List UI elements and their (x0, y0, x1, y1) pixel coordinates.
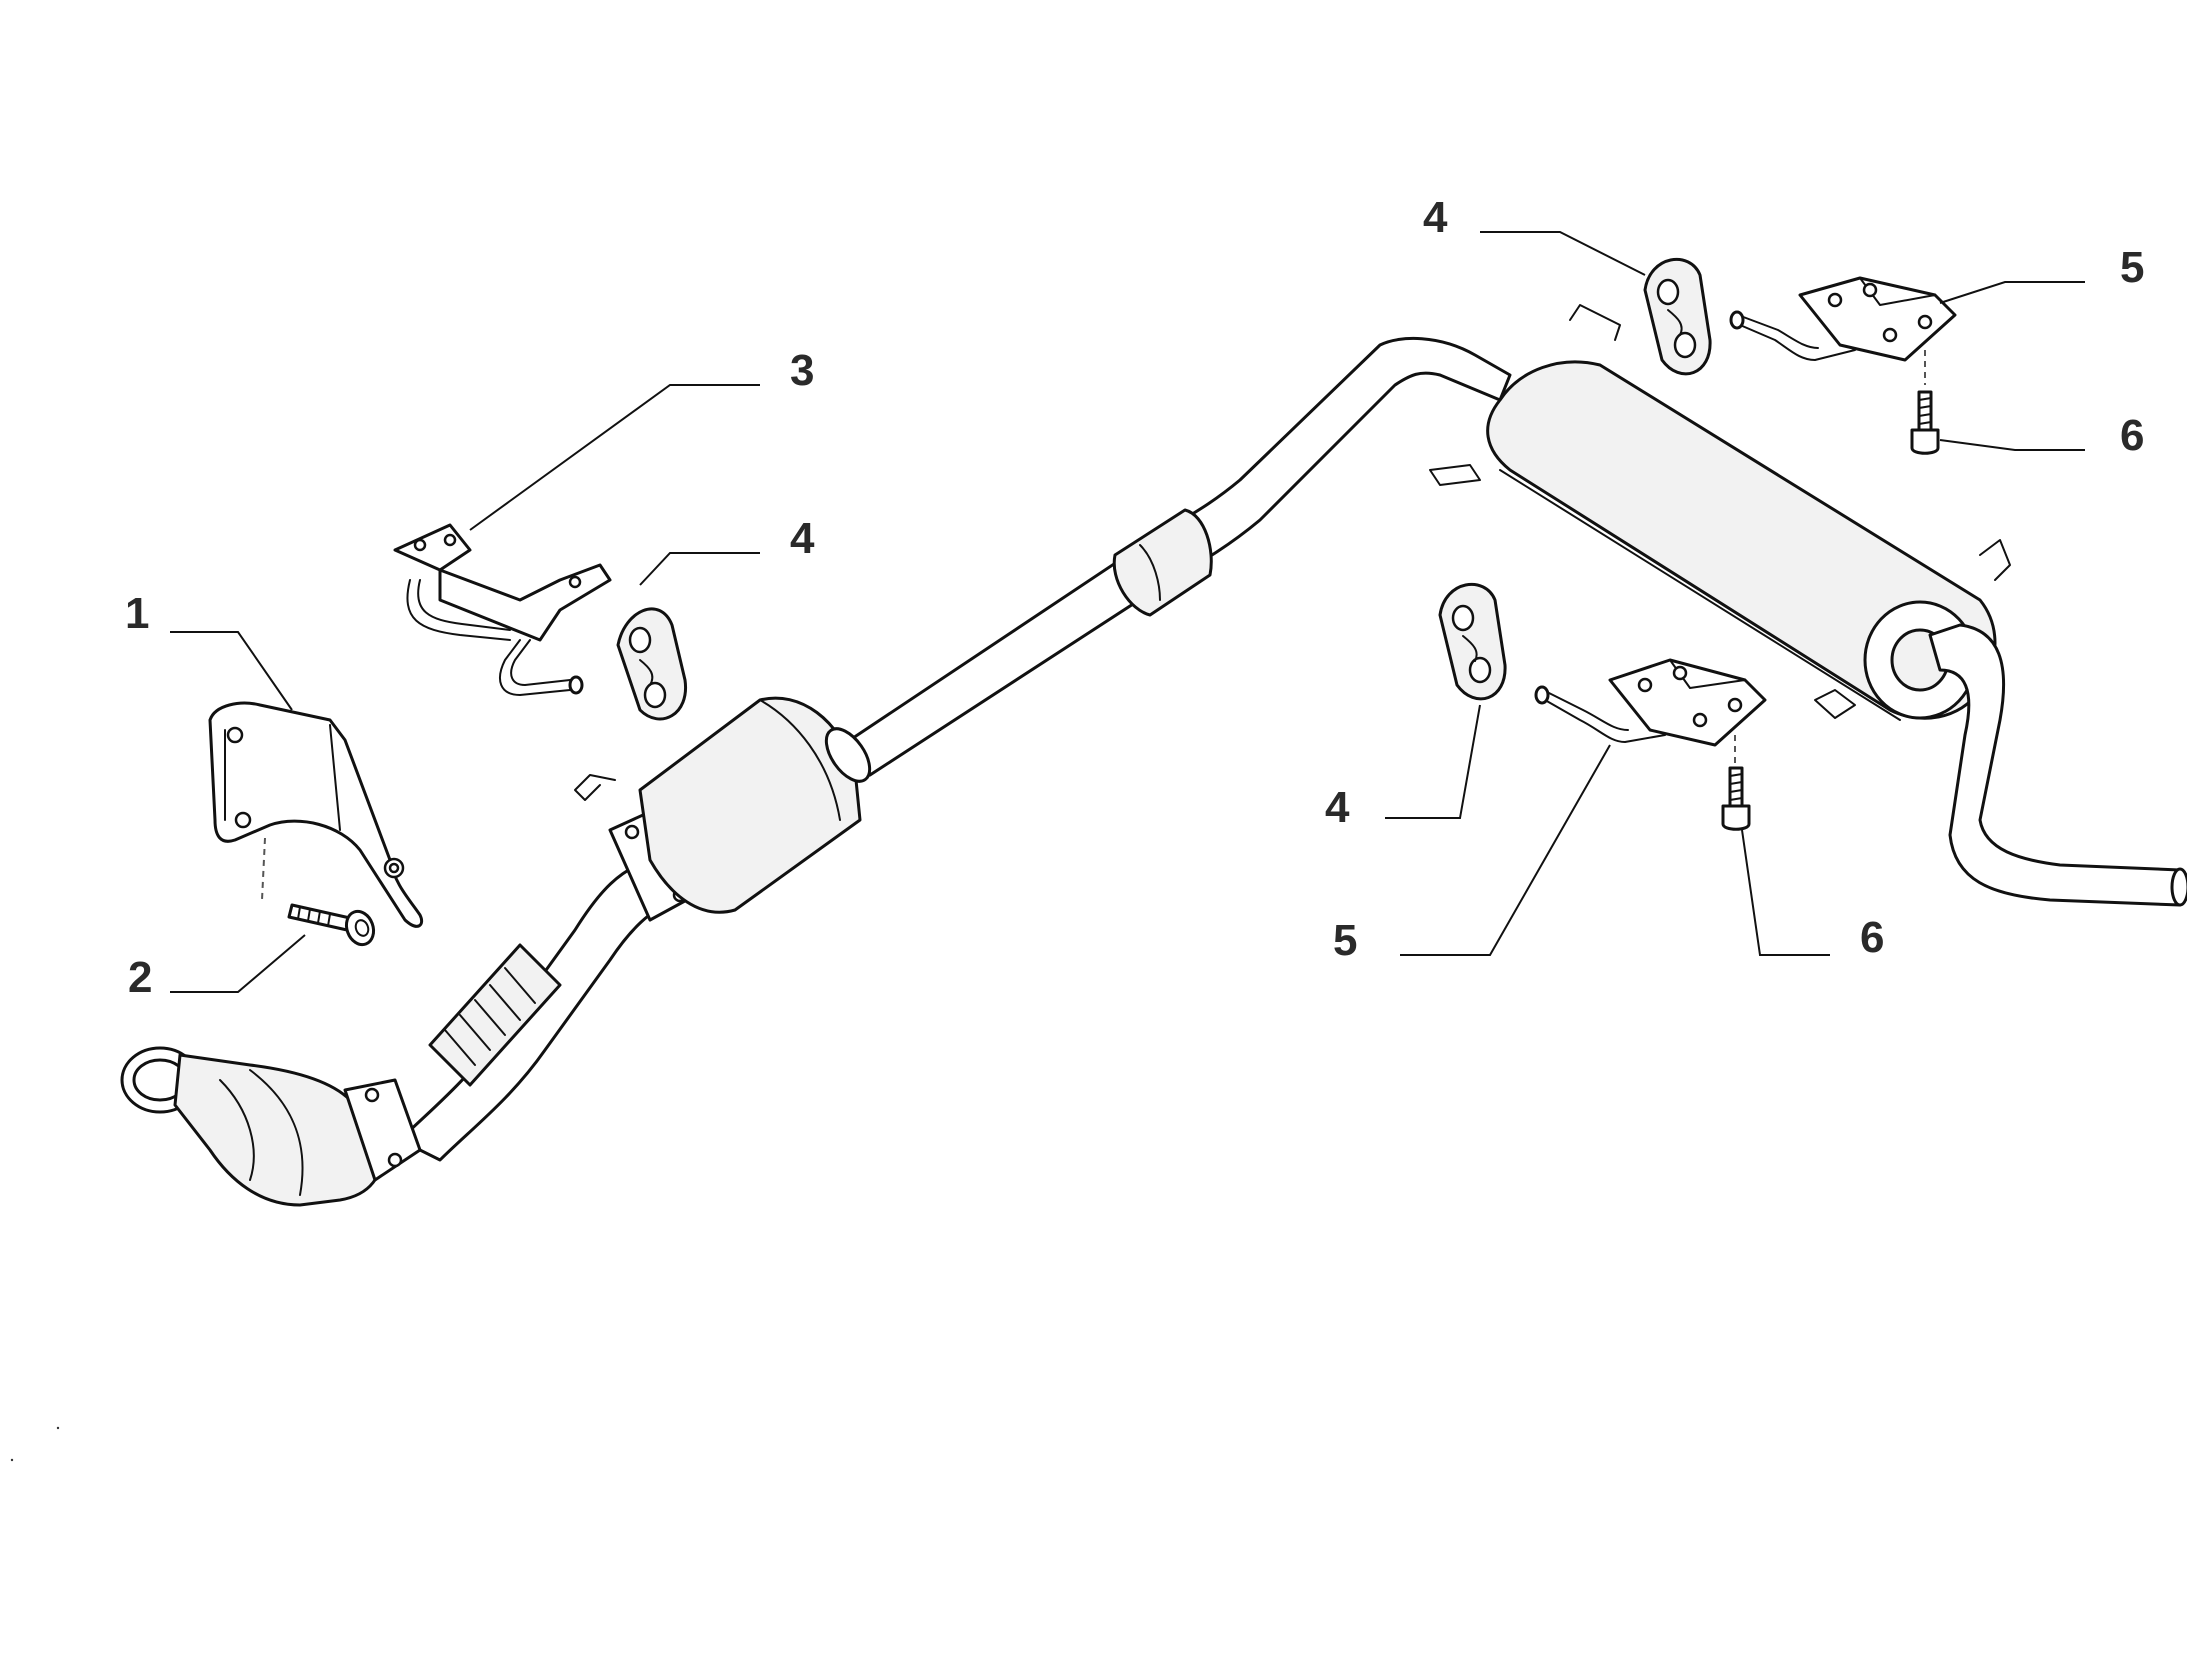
callout-3: 3 (790, 346, 814, 395)
exhaust-pipe-assembly (398, 337, 1512, 1162)
callout-4a: 4 (790, 514, 815, 563)
callout-6a: 6 (2120, 411, 2144, 460)
callout-2: 2 (128, 953, 152, 1002)
callout-5a: 5 (2120, 243, 2144, 292)
leader-5b (1400, 744, 1611, 956)
callout-4c: 4 (1325, 783, 1350, 832)
leader-4c (1385, 704, 1481, 819)
leader-4a (639, 552, 760, 586)
leader-lines (170, 231, 2085, 993)
leader-6a (1939, 439, 2085, 451)
callout-1: 1 (125, 589, 149, 638)
screw-part-6-lower (1721, 766, 1751, 831)
speck-mark (56, 1426, 60, 1430)
speck-mark (10, 1458, 14, 1462)
callout-4b: 4 (1423, 193, 1448, 242)
hanger-bracket-part-5-lower (1534, 658, 1767, 765)
callout-5b: 5 (1333, 916, 1357, 965)
leader-5a (1939, 281, 2085, 304)
leader-6b (1741, 829, 1830, 956)
leader-1 (170, 631, 293, 711)
screw-part-6-upper (1910, 390, 1940, 455)
front-catalytic-converter (120, 1046, 422, 1207)
rubber-mount-part-4-front (616, 607, 687, 721)
rear-muffler (1429, 304, 2187, 907)
leader-3 (469, 384, 760, 531)
leader-4b (1480, 231, 1646, 276)
callout-6b: 6 (1860, 913, 1884, 962)
callout-labels: 1 2 3 4 4 4 5 5 6 6 (125, 193, 2144, 1002)
leader-2 (170, 934, 306, 993)
hanger-bracket-part-5-upper (1729, 276, 1957, 385)
middle-catalytic-converter (574, 696, 872, 922)
rubber-mount-part-4-lower-right (1438, 583, 1507, 701)
bolt-part-2 (287, 903, 376, 947)
rubber-mount-part-4-upper-right (1643, 258, 1712, 376)
bracket-part-1 (208, 701, 424, 928)
hanger-bracket-part-3 (393, 523, 612, 696)
